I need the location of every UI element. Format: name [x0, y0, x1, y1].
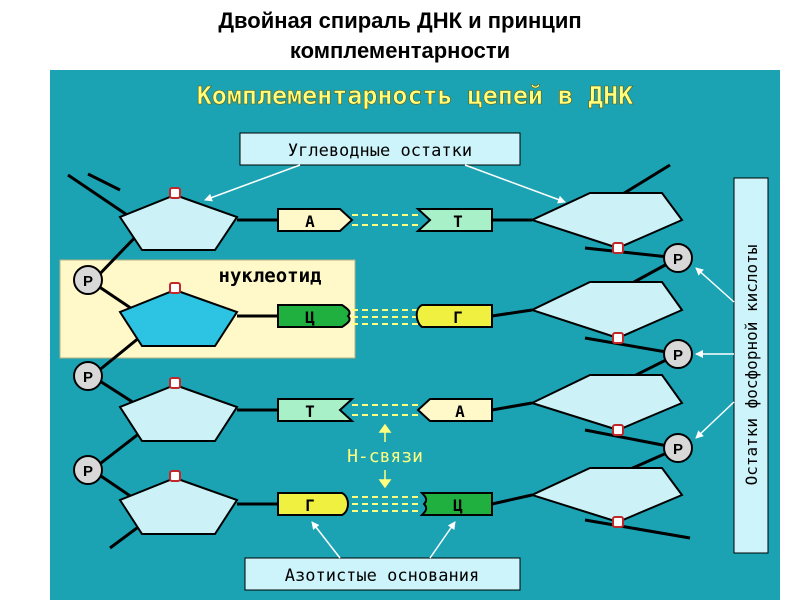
- base-right-label: Г: [453, 308, 463, 327]
- base-left-label: Т: [305, 402, 315, 421]
- base-pair-3: Т А: [277, 398, 493, 422]
- svg-text:Р: Р: [673, 251, 683, 268]
- sugar-base-connectors: [237, 218, 533, 506]
- svg-text:Р: Р: [673, 441, 683, 458]
- svg-text:Р: Р: [83, 273, 93, 290]
- nucleotide-label: нуклеотид: [219, 265, 322, 287]
- right-sugar-markers: [612, 242, 624, 528]
- diagram-banner: Комплементарность цепей в ДНК: [197, 81, 634, 110]
- sugar-pentagon: [529, 374, 684, 432]
- base-right-label: А: [455, 402, 465, 421]
- sugar-pentagon: [529, 192, 684, 250]
- page-title-line-1: Двойная спираль ДНК и принцип: [218, 8, 582, 33]
- base-pair-1: А Т: [277, 208, 493, 232]
- base-left-label: Ц: [305, 308, 315, 327]
- left-sugar-markers: [169, 187, 181, 482]
- base-right: [416, 398, 493, 422]
- svg-text:Р: Р: [83, 463, 93, 480]
- base-left: [277, 304, 351, 328]
- phosphate-circle: Р: [663, 339, 693, 369]
- base-right-label: Т: [453, 212, 463, 231]
- sugar-pentagon-highlighted: [118, 288, 239, 347]
- base-left: [277, 398, 355, 422]
- sugar-pentagon: [118, 193, 239, 251]
- base-right: [415, 304, 493, 328]
- phosphate-circle: Р: [73, 455, 103, 485]
- svg-text:Р: Р: [83, 369, 93, 386]
- phosphate-circle: Р: [663, 243, 693, 273]
- sugar-pentagon: [118, 476, 239, 535]
- right-sugars: [529, 192, 684, 524]
- phosphate-label: Остатки фосфорной кислоты: [742, 245, 761, 486]
- hbond-arrows: [378, 423, 392, 489]
- phosphate-circle: Р: [73, 361, 103, 391]
- page-title-line-2: комплементарности: [289, 38, 511, 63]
- sugar-pentagon: [529, 467, 684, 524]
- base-left-label: А: [305, 212, 315, 231]
- phosphate-label-box: [733, 177, 769, 554]
- phosphate-circle: Р: [73, 265, 103, 295]
- nitrogen-label: Азотистые основания: [285, 566, 479, 586]
- base-right-label: Ц: [453, 496, 463, 515]
- svg-text:Р: Р: [673, 347, 683, 364]
- left-sugars: [118, 193, 239, 535]
- base-left: [277, 208, 354, 232]
- base-right: [419, 492, 493, 516]
- sugar-pentagon: [529, 281, 684, 340]
- base-left: [277, 492, 349, 516]
- sugar-label-box: [239, 132, 521, 166]
- left-phosphates: Р Р Р: [73, 265, 103, 485]
- sugar-label-arrows: [204, 164, 566, 204]
- base-pair-4: Г Ц: [277, 492, 493, 516]
- sugar-pentagon: [118, 383, 239, 442]
- dna-complementarity-diagram: Комплементарность цепей в ДНК нуклеотид: [50, 70, 780, 600]
- phosphate-label-arrows: [695, 267, 735, 439]
- page-title: Двойная спираль ДНК и принцип комплемент…: [0, 6, 800, 66]
- phosphate-circle: Р: [663, 433, 693, 463]
- base-right: [415, 208, 493, 232]
- base-pair-2: Ц Г: [277, 304, 493, 328]
- nitrogen-label-box: [244, 557, 521, 591]
- base-left-label: Г: [305, 496, 315, 515]
- sugar-label: Углеводные остатки: [288, 141, 472, 161]
- hydrogen-bonds: [352, 214, 422, 512]
- right-phosphates: Р Р Р: [663, 243, 693, 463]
- nitrogen-label-arrows: [311, 521, 456, 559]
- hbond-label: Н-связи: [347, 446, 423, 467]
